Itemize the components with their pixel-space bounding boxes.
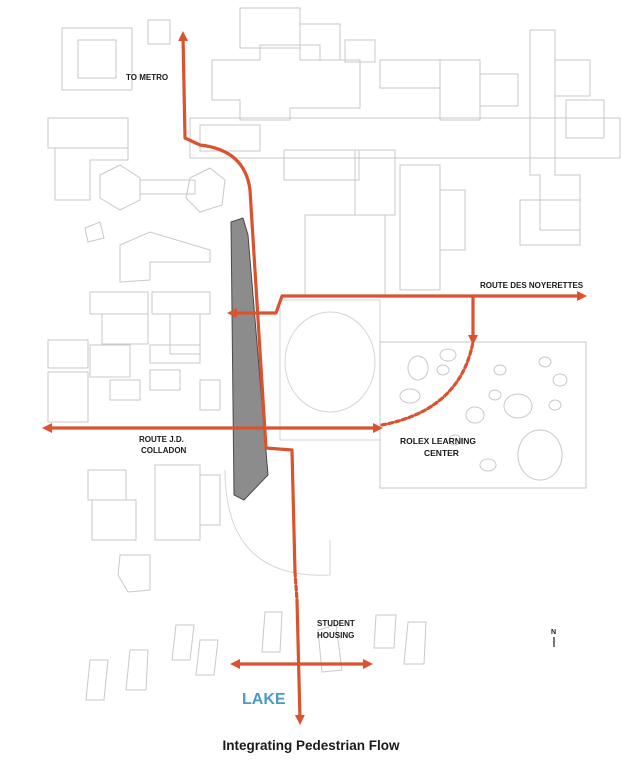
pedestrian-routes	[42, 31, 587, 725]
route-to-metro	[178, 31, 297, 574]
label-rolex-line1: ROLEX LEARNING	[400, 436, 476, 446]
label-rolex-line2: CENTER	[424, 448, 459, 458]
label-student-housing-line1: STUDENT	[317, 619, 355, 628]
label-to-metro: TO METRO	[126, 73, 168, 82]
label-route-jd-colladon-line2: COLLADON	[141, 446, 187, 455]
rolex-learning-center-building	[379, 341, 587, 489]
label-route-jd-colladon-line1: ROUTE J.D.	[139, 435, 184, 444]
north-label: N	[551, 629, 556, 636]
lake-connection-dashed	[293, 570, 299, 602]
label-student-housing-line2: HOUSING	[317, 631, 354, 640]
linear-building	[230, 217, 269, 501]
route-des-noyerettes	[227, 291, 587, 318]
north-arrow: N	[551, 629, 556, 647]
route-lake	[294, 598, 305, 725]
background-buildings	[47, 7, 621, 701]
caption: Integrating Pedestrian Flow	[222, 738, 400, 753]
label-lake: LAKE	[242, 691, 286, 708]
label-route-des-noyerettes: ROUTE DES NOYERETTES	[480, 281, 584, 290]
rolex-connection-dashed	[380, 340, 475, 427]
